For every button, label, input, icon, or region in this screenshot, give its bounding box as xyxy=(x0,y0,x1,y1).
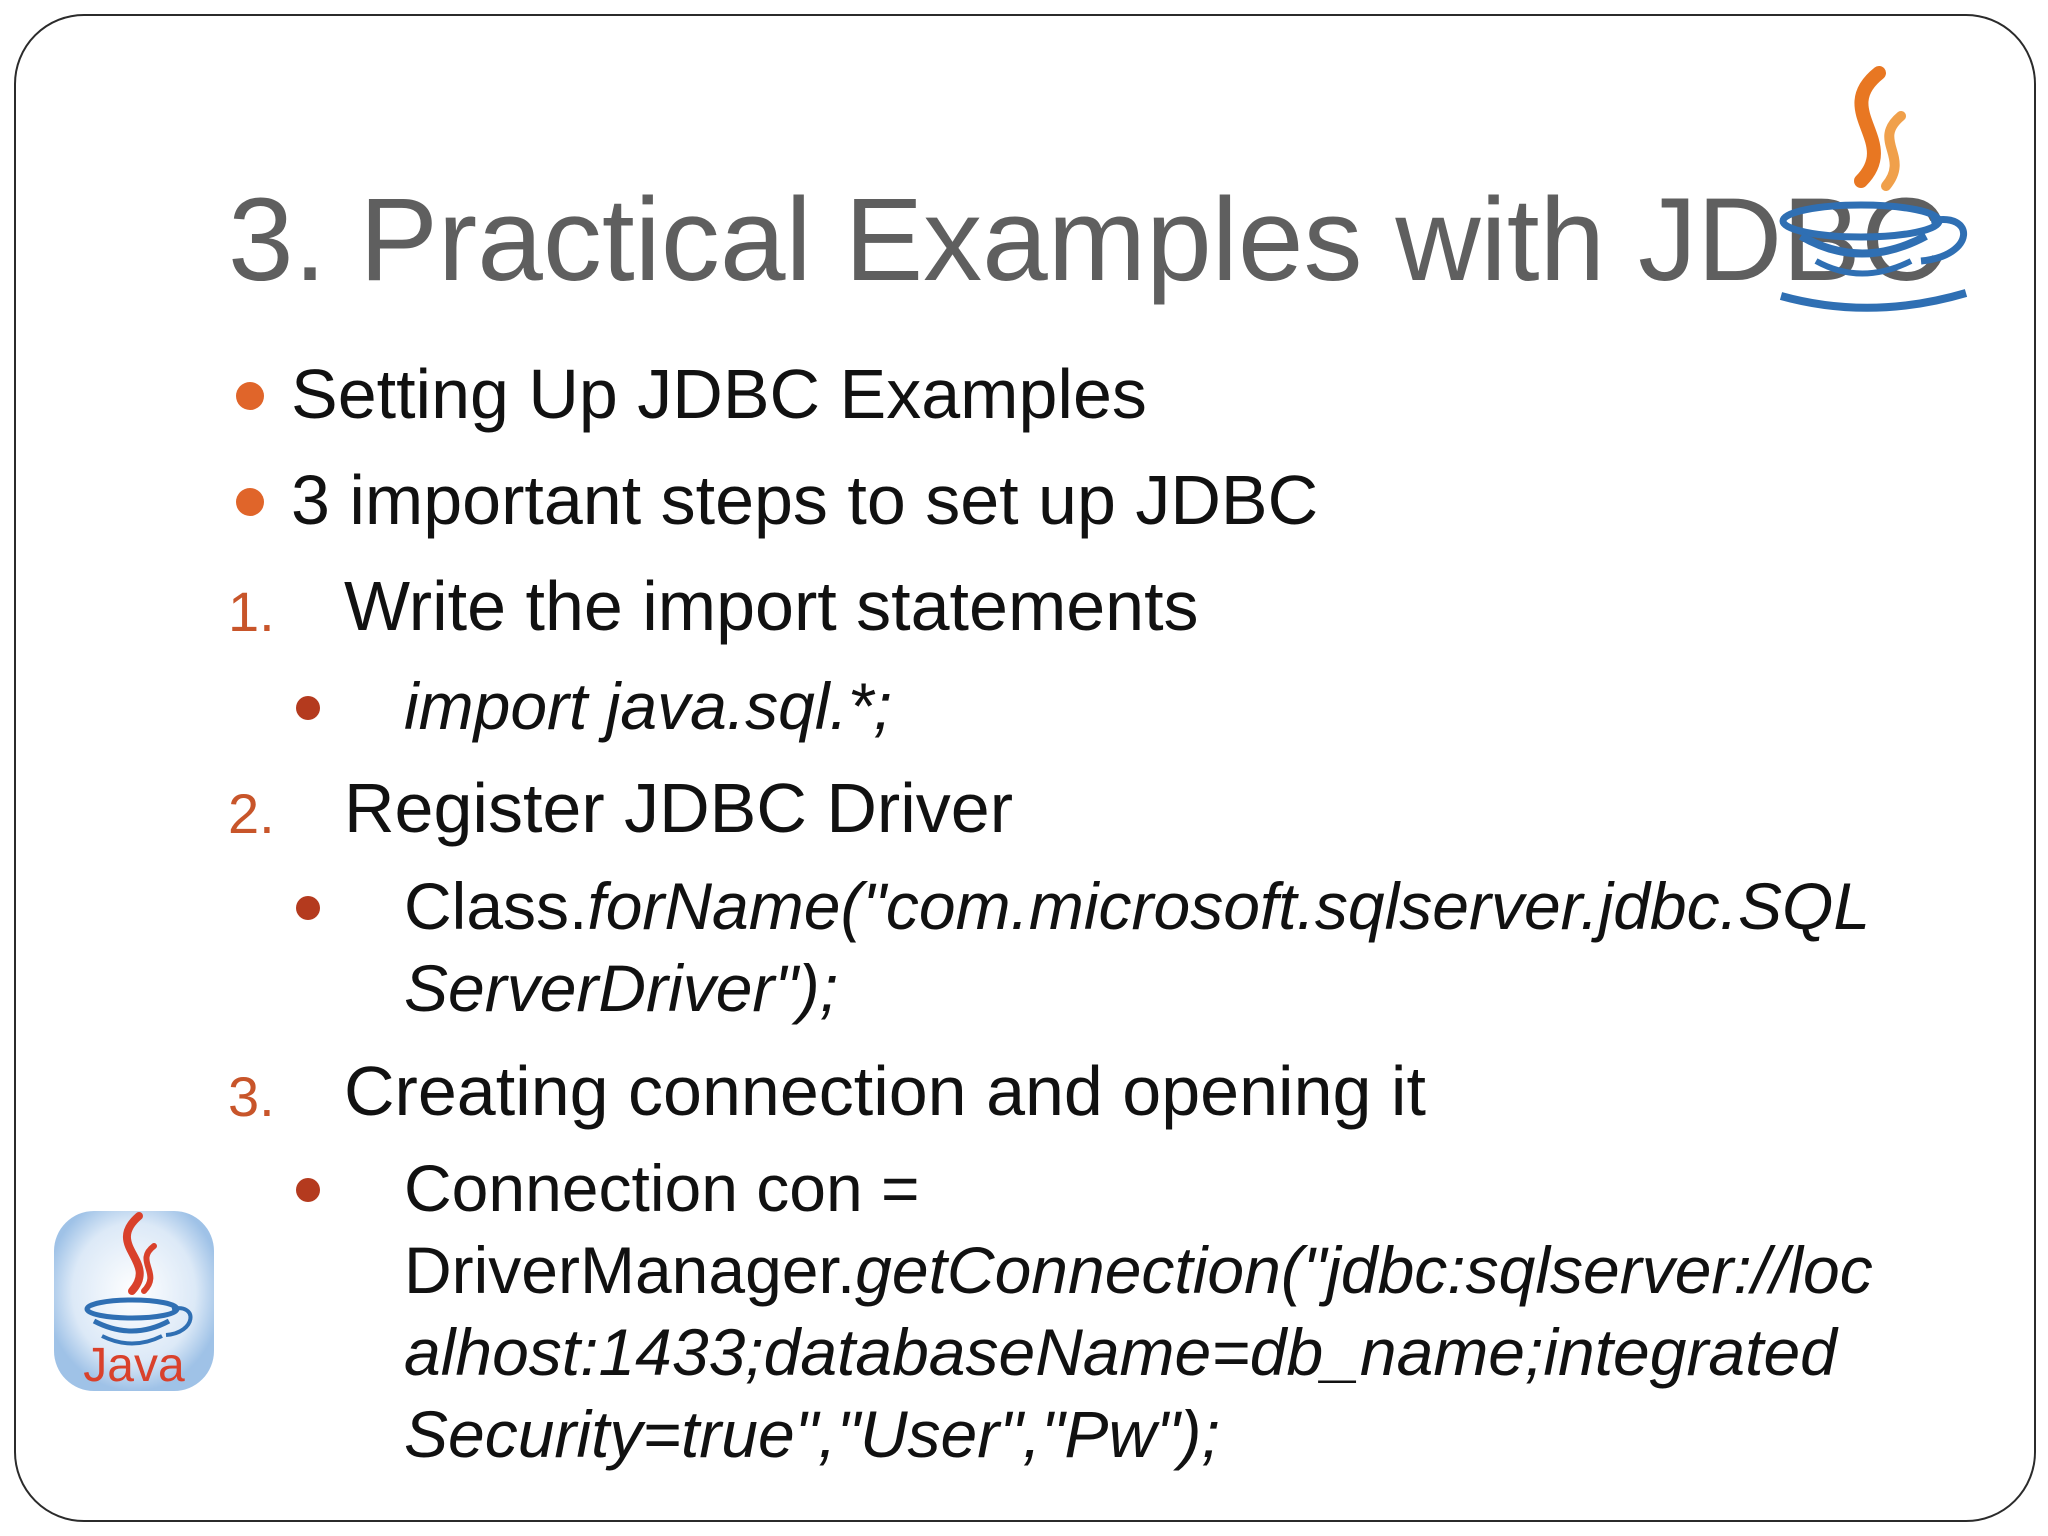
java-logo-icon xyxy=(1779,66,1968,312)
slide: 3. Practical Examples with JDBC Java xyxy=(14,14,2036,1522)
code-prefix: Class. xyxy=(404,869,588,943)
slide-content: Setting Up JDBC Examples 3 important ste… xyxy=(16,16,2034,1520)
sub-bullet-icon xyxy=(296,896,320,920)
java-logo-text: Java xyxy=(83,1339,185,1392)
code-line: alhost:1433;databaseName=db_name;integra… xyxy=(404,1315,1837,1389)
step-text: Register JDBC Driver xyxy=(344,769,1013,847)
step-number: 3. xyxy=(228,1065,275,1128)
list-item: Setting Up JDBC Examples xyxy=(291,355,1147,433)
sub-bullet-icon xyxy=(296,696,320,720)
code-line: Connection con = xyxy=(404,1151,920,1225)
bullet-icon xyxy=(236,382,264,410)
code-line: DriverManager.getConnection("jdbc:sqlser… xyxy=(404,1232,1873,1308)
step-text: Creating connection and opening it xyxy=(344,1052,1426,1130)
code-prefix: DriverManager. xyxy=(404,1233,856,1307)
list-item: 3 important steps to set up JDBC xyxy=(291,461,1319,539)
step-number: 1. xyxy=(228,580,275,643)
java-logo-icon: Java xyxy=(54,1211,214,1392)
code-line: ServerDriver"); xyxy=(404,951,839,1025)
bullet-icon xyxy=(236,488,264,516)
step-number: 2. xyxy=(228,782,275,845)
code-line: import java.sql.*; xyxy=(404,669,892,743)
code-line: Security=true","User","Pw"); xyxy=(404,1397,1220,1471)
step-text: Write the import statements xyxy=(344,567,1199,645)
code-text: forName("com.microsoft.sqlserver.jdbc.SQ… xyxy=(587,869,1871,943)
code-text: getConnection("jdbc:sqlserver://loc xyxy=(855,1233,1873,1307)
sub-bullet-icon xyxy=(296,1178,320,1202)
code-line: Class.forName("com.microsoft.sqlserver.j… xyxy=(404,868,1870,944)
slide-title: 3. Practical Examples with JDBC xyxy=(228,174,1947,306)
